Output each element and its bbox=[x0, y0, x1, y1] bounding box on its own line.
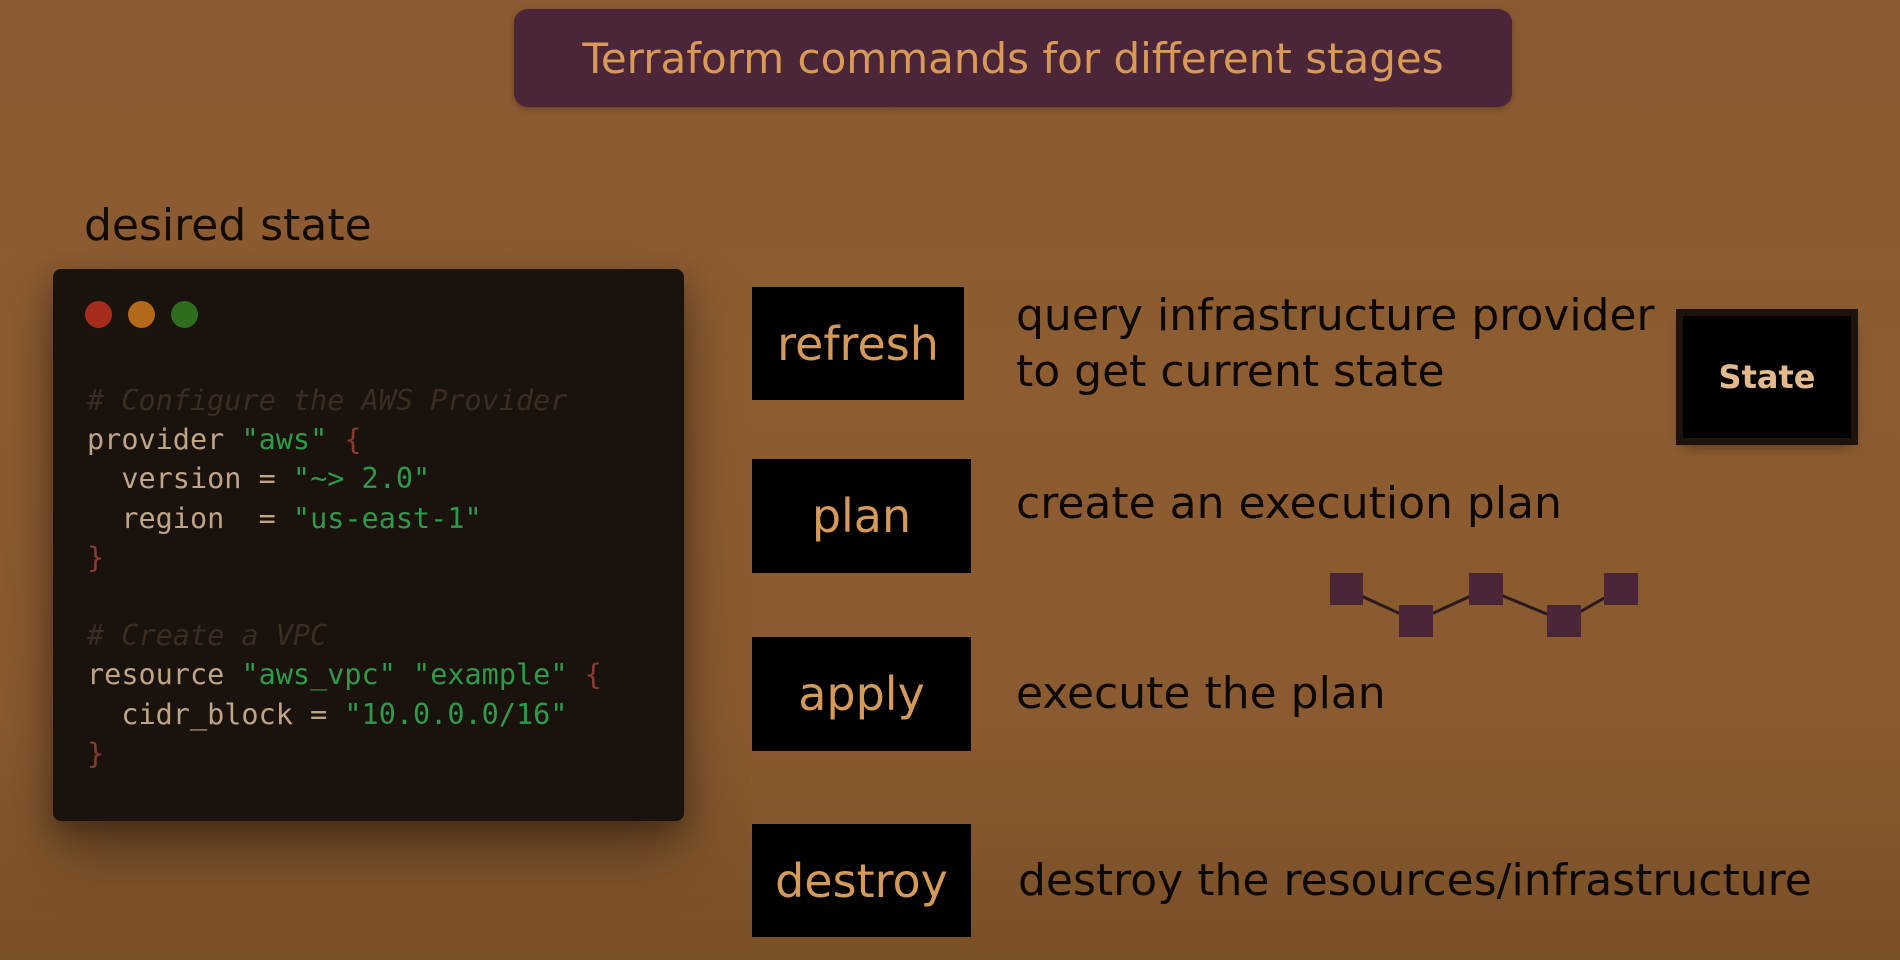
graph-node bbox=[1399, 605, 1433, 637]
graph-node bbox=[1469, 573, 1503, 605]
apply-command: apply bbox=[752, 637, 971, 751]
graph-node bbox=[1330, 573, 1363, 605]
code-line: } bbox=[87, 734, 602, 773]
code-token: region = bbox=[87, 501, 293, 535]
code-token: cidr_block = bbox=[87, 697, 345, 731]
state-label: State bbox=[1718, 358, 1816, 396]
window-close-dot bbox=[85, 301, 112, 328]
refresh-description-line-2: to get current state bbox=[1016, 346, 1445, 397]
code-line: } bbox=[87, 538, 602, 577]
code-token: "aws" bbox=[241, 423, 328, 457]
destroy-description: destroy the resources/infrastructure bbox=[1018, 853, 1812, 909]
code-token: resource bbox=[87, 658, 242, 692]
apply-description: execute the plan bbox=[1016, 666, 1386, 722]
title-banner: Terraform commands for different stages bbox=[514, 9, 1512, 107]
code-token: } bbox=[87, 540, 105, 574]
refresh-description-line-1: query infrastructure provider bbox=[1016, 290, 1655, 341]
code-token bbox=[396, 658, 413, 691]
code-token: # Configure the AWS Provider bbox=[87, 384, 568, 417]
code-token: "example" bbox=[413, 658, 568, 692]
code-token: "aws_vpc" bbox=[241, 658, 396, 692]
plan-description-line-1: create an execution plan bbox=[1016, 478, 1562, 529]
code-token: # Create a VPC bbox=[87, 619, 328, 653]
apply-description-line-1: execute the plan bbox=[1016, 668, 1386, 719]
code-token: { bbox=[327, 423, 362, 457]
code-line bbox=[87, 577, 602, 616]
page-title: Terraform commands for different stages bbox=[582, 33, 1444, 83]
code-token: provider bbox=[87, 423, 242, 457]
code-line: region = "us-east-1" bbox=[87, 499, 602, 538]
code-token: "~> 2.0" bbox=[292, 462, 431, 496]
refresh-description: query infrastructure provider to get cur… bbox=[1016, 288, 1655, 400]
code-line: version = "~> 2.0" bbox=[87, 459, 602, 498]
state-box: State bbox=[1683, 316, 1851, 438]
code-token: version = bbox=[87, 462, 293, 496]
destroy-description-line-1: destroy the resources/infrastructure bbox=[1018, 855, 1812, 906]
window-minimize-dot bbox=[128, 301, 155, 328]
code-token: } bbox=[87, 736, 105, 770]
desired-state-label: desired state bbox=[84, 200, 372, 251]
code-line: resource "aws_vpc" "example" { bbox=[87, 655, 602, 694]
graph-node bbox=[1547, 605, 1581, 637]
plan-description: create an execution plan bbox=[1016, 476, 1562, 532]
code-line: cidr_block = "10.0.0.0/16" bbox=[87, 695, 602, 734]
refresh-command-label: refresh bbox=[777, 316, 939, 371]
plan-command-label: plan bbox=[811, 489, 912, 543]
window-maximize-dot bbox=[171, 301, 198, 328]
apply-command-label: apply bbox=[798, 667, 925, 721]
refresh-command: refresh bbox=[752, 287, 964, 400]
code-token: { bbox=[567, 658, 602, 692]
graph-node bbox=[1604, 573, 1638, 605]
code-line: provider "aws" { bbox=[87, 420, 602, 459]
code-line: # Configure the AWS Provider bbox=[87, 381, 602, 420]
execution-plan-graph bbox=[1330, 573, 1638, 637]
code-token: "us-east-1" bbox=[292, 501, 482, 535]
destroy-command-label: destroy bbox=[775, 853, 948, 908]
code-line: # Create a VPC bbox=[87, 616, 602, 655]
code-token: "10.0.0.0/16" bbox=[344, 697, 568, 731]
plan-command: plan bbox=[752, 459, 971, 573]
destroy-command: destroy bbox=[752, 824, 971, 937]
